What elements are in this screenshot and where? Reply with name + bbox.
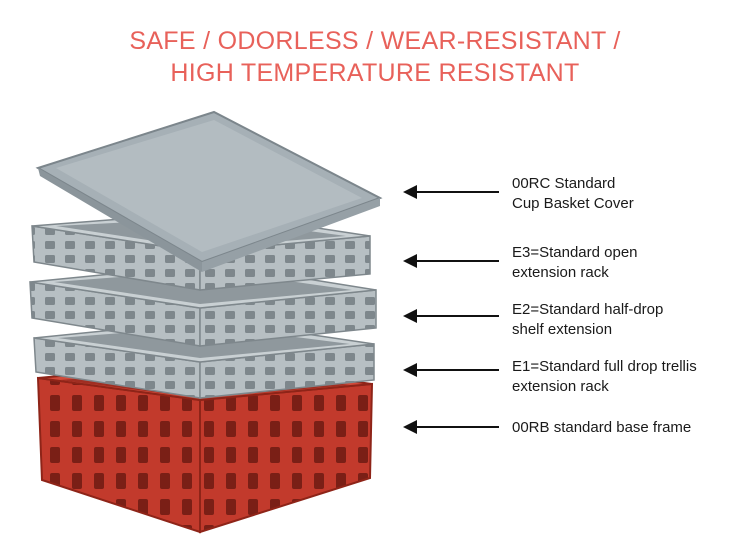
label-e3-line-2: extension rack bbox=[512, 264, 609, 281]
label-e1-line-2: extension rack bbox=[512, 378, 609, 395]
label-base-line-1: 00RB standard base frame bbox=[512, 419, 692, 436]
label-e2: E2=Standard half-drop shelf extension bbox=[512, 300, 663, 340]
label-e1-line-1: E1=Standard full drop trellis bbox=[512, 358, 697, 375]
label-e1: E1=Standard full drop trellis extension … bbox=[512, 357, 697, 397]
label-e3-line-1: E3=Standard open bbox=[512, 244, 638, 261]
label-e2-line-2: shelf extension bbox=[512, 321, 613, 338]
arrow-left-icon bbox=[403, 363, 499, 377]
arrow-left-icon bbox=[403, 309, 499, 323]
label-e3: E3=Standard open extension rack bbox=[512, 243, 638, 283]
arrow-left-icon bbox=[403, 254, 499, 268]
arrow-left-icon bbox=[403, 420, 499, 434]
label-cover-line-1: 00RC Standard bbox=[512, 175, 616, 192]
arrow-left-icon bbox=[403, 185, 499, 199]
dish-rack-exploded-illustration bbox=[29, 110, 383, 534]
headline-line-1: SAFE / ODORLESS / WEAR-RESISTANT / bbox=[129, 27, 621, 55]
label-cover-line-2: Cup Basket Cover bbox=[512, 195, 634, 212]
label-e2-line-1: E2=Standard half-drop bbox=[512, 301, 664, 318]
label-base: 00RB standard base frame bbox=[512, 418, 691, 438]
headline-line-2: HIGH TEMPERATURE RESISTANT bbox=[170, 59, 580, 87]
cup-basket-cover bbox=[35, 110, 383, 272]
label-cover: 00RC Standard Cup Basket Cover bbox=[512, 174, 634, 214]
